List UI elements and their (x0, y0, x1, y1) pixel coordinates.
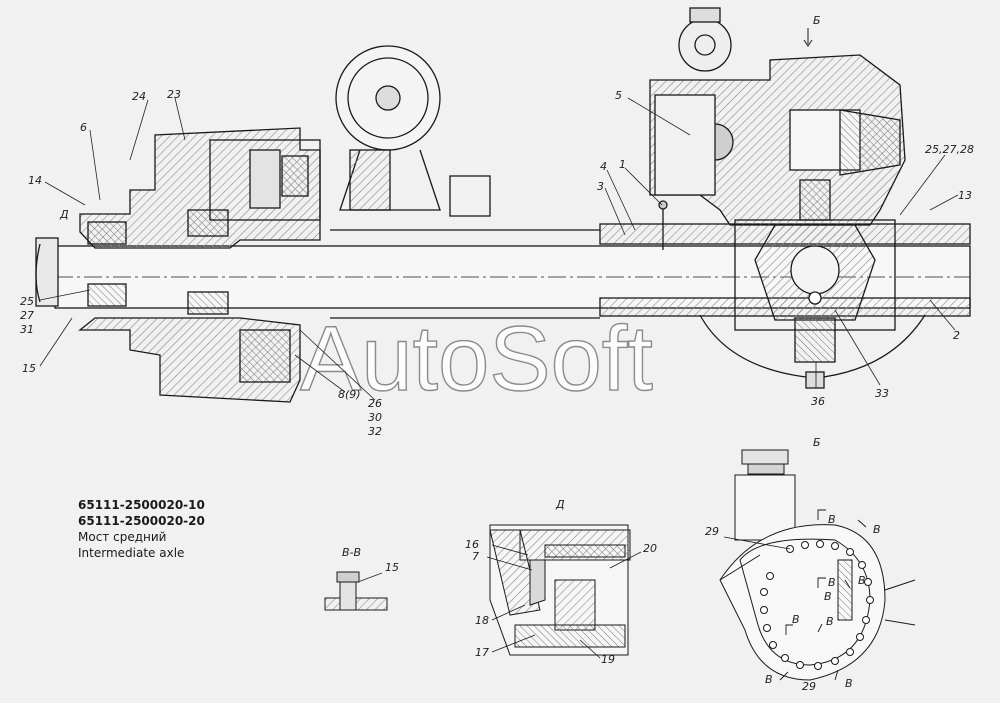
callout-23: 23 (167, 88, 181, 101)
callout-25: 25 (20, 295, 34, 308)
detail-d: Д 16 7 20 18 17 19 (465, 498, 657, 666)
callout-4: 4 (600, 160, 607, 173)
input-flange (678, 18, 732, 72)
label-v-5: В (824, 590, 832, 603)
callout-3: 3 (597, 180, 604, 193)
label-v-4: В (858, 574, 866, 587)
callout-7: 7 (472, 550, 479, 563)
drawing-caption: 65111-2500020-10 65111-2500020-20 Мост с… (78, 497, 205, 561)
callout-31: 31 (20, 323, 34, 336)
view-marker-b: Б (813, 14, 821, 27)
callout-5: 5 (615, 89, 622, 102)
part-number-10: 65111-2500020-10 (78, 498, 205, 512)
caption-name-en: Intermediate axle (78, 546, 185, 560)
callout-24: 24 (132, 90, 146, 103)
callout-6: 6 (80, 121, 87, 134)
main-section-view (35, 7, 971, 403)
label-v-3: В (828, 576, 836, 589)
section-markers-v (779, 509, 867, 681)
callout-36: 36 (811, 395, 825, 408)
callout-14: 14 (28, 174, 42, 187)
section-vv-title: В-В (342, 546, 361, 559)
label-v-2: В (873, 523, 881, 536)
brake-drum (209, 139, 321, 221)
callout-2: 2 (953, 329, 960, 342)
callout-15: 15 (22, 362, 36, 375)
callout-15-section: 15 (385, 561, 399, 574)
callout-19: 19 (601, 653, 615, 666)
callout-1: 1 (619, 158, 626, 171)
callout-26: 26 (368, 397, 382, 410)
callout-20: 20 (643, 542, 657, 555)
callout-18: 18 (475, 614, 489, 627)
callout-13: 13 (958, 189, 972, 202)
callout-group-main: 24 23 6 14 25 27 31 15 5 4 1 3 25,27,28 … (20, 88, 974, 438)
callout-29-bottom: 29 (802, 680, 816, 693)
differential (734, 179, 896, 363)
label-v-7: В (826, 615, 834, 628)
callout-27: 27 (20, 309, 34, 322)
label-v-8: В (765, 673, 773, 686)
label-v-6: В (792, 613, 800, 626)
detail-d-title: Д (555, 498, 565, 511)
view-marker-d: Д (59, 208, 69, 221)
label-v-1: В (828, 513, 836, 526)
caption-name-ru: Мост средний (78, 530, 167, 544)
callout-32: 32 (368, 425, 382, 438)
callout-17: 17 (475, 646, 489, 659)
callout-8-9: 8(9) (338, 388, 361, 401)
callout-16: 16 (465, 538, 479, 551)
part-number-20: 65111-2500020-20 (78, 514, 205, 528)
callout-30: 30 (368, 411, 382, 424)
hub-bearing (87, 209, 229, 315)
bolt-ring (760, 540, 874, 670)
label-v-9: В (845, 677, 853, 690)
view-b-title: Б (813, 436, 821, 449)
watermark: AutoSoft (300, 308, 653, 410)
callout-29-top: 29 (705, 525, 719, 538)
callout-25-27-28: 25,27,28 (925, 143, 974, 156)
section-vv: В-В 15 (324, 546, 399, 611)
view-b-detail: Б 29 29 В В В В В В В В (705, 436, 916, 693)
callout-33: 33 (875, 387, 889, 400)
